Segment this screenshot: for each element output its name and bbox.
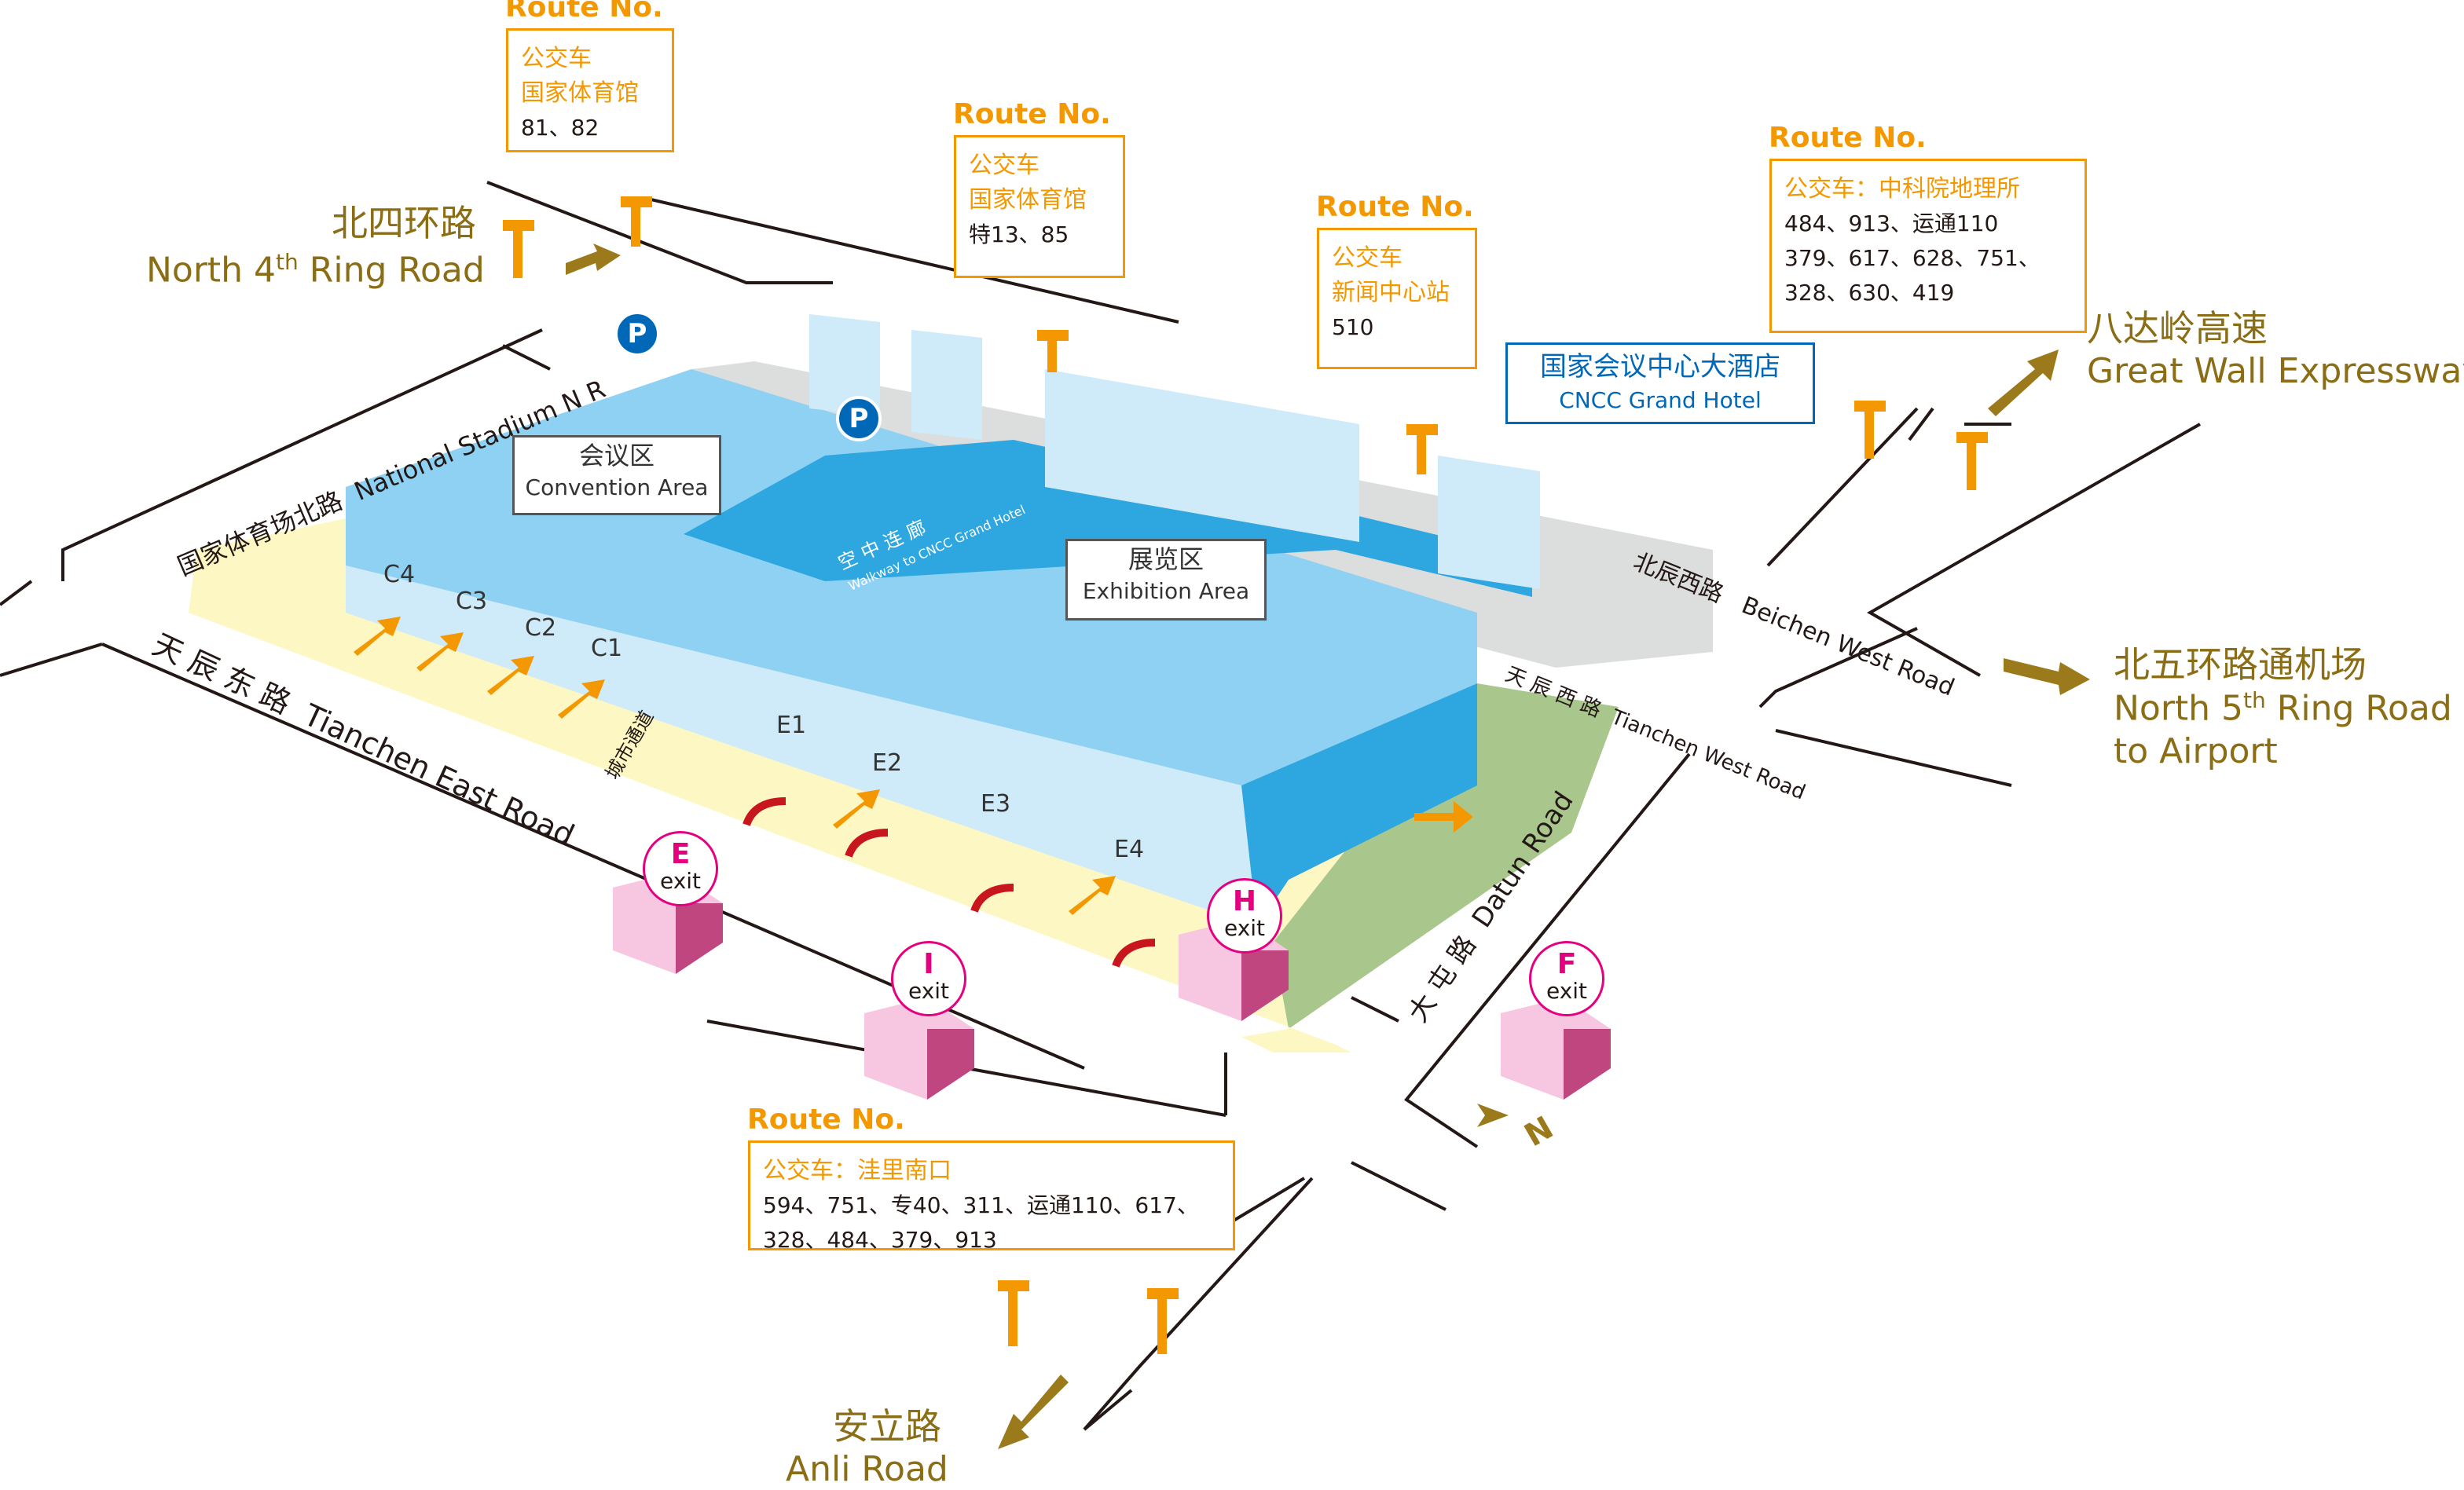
road-label-north4th-cn: 北四环路 [332,202,476,244]
area-name-en: Exhibition Area [1082,578,1250,604]
turn-arrows [742,797,1156,968]
road-label-n5-en2: to Airport [2114,731,2278,771]
building-side [1241,683,1477,927]
tower-2 [911,330,982,440]
lawn [1273,683,1619,1029]
dock-c2: C2 [525,614,557,642]
dock-c1: C1 [591,635,623,662]
bus-stop-box-1: Route No. 公交车 国家体育馆 81、82 [505,0,674,152]
exhibition-area-label: 展览区 Exhibition Area [1065,539,1267,621]
exit-word: exit [1546,978,1588,1004]
parking-pin-1[interactable]: P [614,311,660,357]
bus-stop-name: 公交车：中科院地理所 [1784,175,2020,203]
bus-type: 公交车 [521,45,592,72]
parking-pin-2[interactable]: P [836,396,882,441]
exit-letter: F [1556,948,1577,980]
road-label-gw-cn: 八达岭高速 [2087,307,2268,350]
exit-f-marker[interactable]: F exit [1529,941,1604,1016]
exit-word: exit [1223,915,1266,941]
dock-e2: E2 [872,749,903,777]
bus-routes: 594、751、专40、311、运通110、617、 [763,1192,1199,1218]
dock-c4: C4 [383,561,416,588]
bus-routes: 379、617、628、751、 [1784,245,2040,271]
route-heading: Route No. [1769,122,1927,154]
bus-routes: 328、484、379、913 [763,1227,997,1253]
bus-stop-name: 公交车：洼里南口 [763,1157,952,1184]
building-front [346,566,1257,927]
road-label-anli-cn: 安立路 [833,1405,941,1448]
route-heading: Route No. [1316,191,1474,223]
route-heading: Route No. [953,98,1111,130]
bus-type: 公交车 [969,152,1040,179]
bus-routes: 484、913、运通110 [1784,211,1999,236]
convention-area-label: 会议区 Convention Area [512,435,721,515]
hotel-tower [1438,456,1540,589]
route-heading: Route No. [505,0,663,24]
dock-e3: E3 [981,790,1011,818]
exit-letter: H [1232,885,1257,917]
dock-c3: C3 [456,588,488,615]
bus-routes: 510 [1332,314,1374,340]
road-label-n5-cn: 北五环路通机场 [2114,643,2367,686]
bus-posts [503,196,1988,1354]
area-name-en: Convention Area [525,474,709,500]
exit-letter: I [923,948,934,980]
walkway [684,440,1532,597]
dock-e1: E1 [776,712,807,739]
hotel-name-cn: 国家会议中心大酒店 [1540,351,1780,383]
exit-i-marker[interactable]: I exit [891,941,966,1016]
road-label-n5-en: North 5th Ring Road [2114,687,2452,729]
exit-word: exit [659,868,702,894]
road-label-gw-en: Great Wall Expressway [2087,351,2464,391]
tower-1 [809,314,880,416]
exit-h-marker[interactable]: H exit [1207,878,1282,954]
compass-arrow [1477,1104,1509,1127]
bus-routes: 特13、85 [969,221,1069,247]
plaza-arrows [354,617,1473,915]
bus-routes: 81、82 [521,115,600,141]
direction-arrows [566,243,2090,1449]
exit-word: exit [908,978,950,1004]
exit-letter: E [670,838,691,870]
tower-3 [1045,369,1359,542]
exit-e-marker[interactable]: E exit [643,831,718,906]
bus-type: 公交车 [1332,244,1402,272]
road-label-anli-en: Anli Road [786,1449,948,1489]
road-label-north4th-en: North 4th Ring Road [146,249,485,291]
bus-stop-box-5: Route No. 公交车：洼里南口 594、751、专40、311、运通110… [747,1104,1235,1253]
bus-stop-box-3: Route No. 公交车 新闻中心站 510 [1316,191,1477,369]
hotel-label: 国家会议中心大酒店 CNCC Grand Hotel [1505,342,1815,424]
bus-stop-name: 新闻中心站 [1332,279,1450,306]
bus-routes: 328、630、419 [1784,280,1955,306]
area-name-cn: 会议区 [578,441,654,470]
dock-e4: E4 [1114,836,1145,863]
route-heading: Route No. [747,1104,905,1136]
bus-stop-box-2: Route No. 公交车 国家体育馆 特13、85 [953,98,1125,278]
hotel-name-en: CNCC Grand Hotel [1559,387,1762,413]
area-name-cn: 展览区 [1128,544,1204,574]
bus-stop-box-4: Route No. 公交车：中科院地理所 484、913、运通110 379、6… [1769,122,2087,333]
bus-stop-name: 国家体育馆 [969,186,1087,214]
bus-stop-name: 国家体育馆 [521,79,639,107]
